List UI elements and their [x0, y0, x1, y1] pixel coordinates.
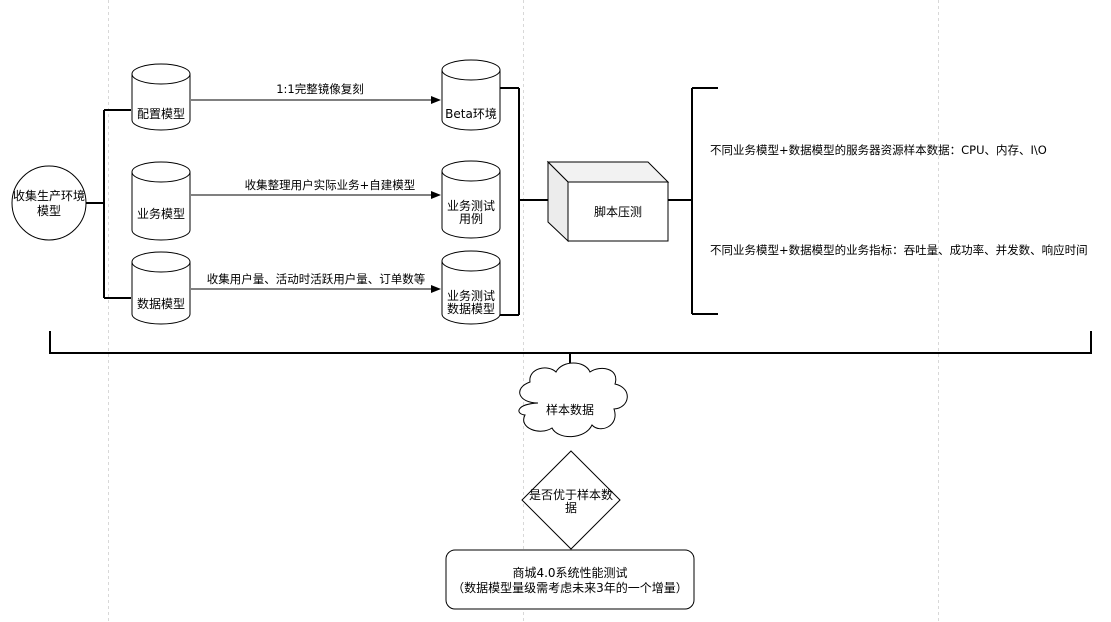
sample-data-label: 样本数据	[546, 402, 594, 417]
collect-env-node[interactable]: 收集生产环境 模型	[11, 165, 87, 241]
script-stress-node[interactable]: 脚本压测	[546, 160, 670, 243]
beta-env-label: Beta环境	[445, 106, 497, 121]
edge-label-mirror: 1:1完整镜像复刻	[276, 82, 364, 96]
config-model-label: 配置模型	[137, 107, 185, 121]
collect-env-label-2: 模型	[37, 204, 61, 218]
config-model-node[interactable]: 配置模型	[131, 63, 191, 131]
decision-node[interactable]: 是否优于样本数 据	[521, 450, 621, 550]
biz-test-case-label-1: 业务测试	[447, 198, 495, 213]
business-model-label: 业务模型	[137, 206, 185, 221]
left-bracket	[86, 109, 131, 299]
final-test-label-2: （数据模型量级需考虑未来3年的一个增量）	[452, 580, 688, 595]
final-test-label-1: 商城4.0系统性能测试	[512, 565, 627, 580]
sample-data-node[interactable]: 样本数据	[518, 362, 628, 438]
edge-label-business: 收集整理用户实际业务+自建模型	[245, 178, 416, 192]
biz-test-data-model-label-2: 数据模型	[447, 301, 495, 316]
right-bracket	[668, 87, 718, 315]
note-business-metrics: 不同业务模型+数据模型的业务指标：吞吐量、成功率、并发数、响应时间	[710, 243, 1088, 257]
page-guides	[108, 0, 939, 622]
biz-test-data-model-label-1: 业务测试	[447, 288, 495, 303]
collect-env-label-1: 收集生产环境	[13, 188, 85, 203]
final-test-node[interactable]: 商城4.0系统性能测试 （数据模型量级需考虑未来3年的一个增量）	[445, 549, 695, 610]
script-stress-label: 脚本压测	[594, 204, 642, 219]
edge-data-to-datamodel: 收集用户量、活动时活跃用户量、订单数等	[191, 272, 441, 293]
decision-label-1: 是否优于样本数	[529, 487, 613, 502]
biz-test-data-model-node[interactable]: 业务测试 数据模型	[441, 250, 501, 325]
decision-label-2: 据	[565, 501, 577, 515]
biz-test-case-label-2: 用例	[459, 212, 483, 226]
business-model-node[interactable]: 业务模型	[131, 161, 191, 241]
edge-label-data: 收集用户量、活动时活跃用户量、订单数等	[207, 272, 426, 286]
biz-test-case-node[interactable]: 业务测试 用例	[441, 160, 501, 239]
edge-business-to-case: 收集整理用户实际业务+自建模型	[191, 178, 441, 199]
edge-config-to-beta: 1:1完整镜像复刻	[191, 82, 441, 104]
data-model-label: 数据模型	[137, 296, 185, 311]
middle-bracket	[500, 87, 548, 316]
note-resource-samples: 不同业务模型+数据模型的服务器资源样本数据：CPU、内存、I\O	[710, 143, 1047, 157]
data-model-node[interactable]: 数据模型	[131, 251, 191, 325]
beta-env-node[interactable]: Beta环境	[441, 59, 501, 131]
